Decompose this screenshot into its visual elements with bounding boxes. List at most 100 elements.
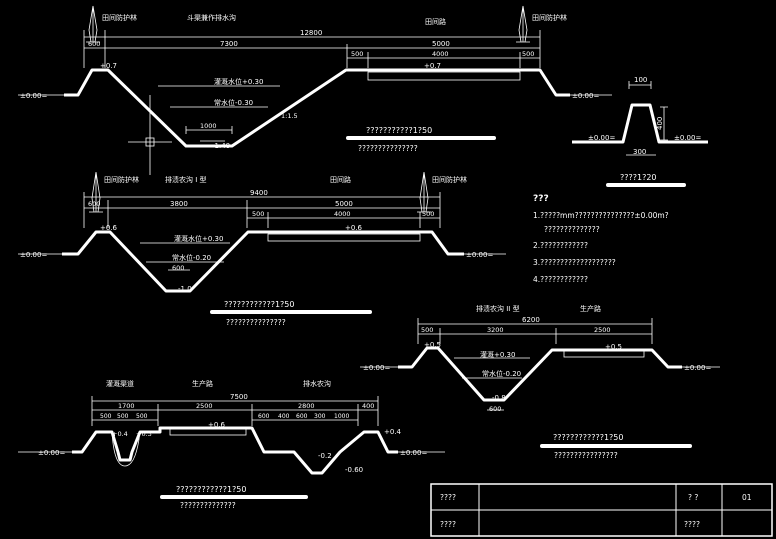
elev-n10: -1.0 (178, 285, 192, 293)
section-3-drain-II: 排渍农沟 II 型 生产路 6200 500 3200 2500 灌溉+0.30… (360, 304, 720, 460)
detail-height: 400 (656, 117, 664, 130)
cursor-box-icon (145, 137, 155, 147)
slope-1: 1:1.5 (281, 112, 298, 120)
dim-s4-j: 600 (296, 413, 308, 420)
dim-s3-c: 2500 (594, 326, 611, 334)
elev-p05-left: +0.5 (424, 341, 441, 349)
elev-ground-1b: ±0.00= (572, 92, 599, 100)
dim-s4-b: 2500 (196, 402, 213, 410)
tree-right-icon (516, 5, 530, 43)
dim-s2-bottom: 600 (172, 264, 184, 272)
section-2-drain-I: 田间防护林 田间防护林 排渍农沟 I 型 田间路 9400 600 3800 5… (18, 171, 506, 327)
dim-s4-a: 1700 (118, 402, 135, 410)
caption-2: ????????????1?50 (224, 300, 294, 309)
dim-s4-i: 400 (278, 413, 290, 420)
elev-ground-4a: ±0.00= (38, 449, 65, 457)
bottom-dim-1 (185, 126, 233, 134)
elev-ground-4b: ±0.00= (400, 449, 427, 457)
road-slab-4 (169, 428, 247, 436)
elev-ground-1a: ±0.00= (20, 92, 47, 100)
dim-s3-a: 500 (421, 326, 433, 334)
tb-r2c1: ???? (440, 520, 456, 529)
cursor-crosshair-icon (128, 95, 172, 175)
note-2: 2.???????????? (533, 241, 588, 250)
dim-s4-f: 500 (117, 413, 129, 420)
section-4-combined: 灌溉渠道 生产路 排水农沟 7500 1700 2500 2800 400 50… (18, 379, 445, 510)
elev-n08: -0.8 (492, 394, 506, 402)
wl-low-3: 常水位-0.20 (482, 369, 521, 378)
dim-s4-h: 600 (258, 413, 270, 420)
elev-p07-right: +0.7 (424, 62, 441, 70)
caption-3b: ???????????????? (554, 451, 618, 460)
detail-caption-bar (606, 183, 686, 187)
dim-s1-left: 7300 (220, 40, 238, 48)
elev-p03-left: +0.3 (136, 430, 152, 438)
elev-ground-3b: ±0.00= (684, 364, 711, 372)
road-slab-1 (367, 71, 521, 81)
wl-low-2: 常水位-0.20 (172, 253, 211, 262)
note-4: 4.???????????? (533, 275, 588, 284)
label-forest-left-2: 田间防护林 (104, 175, 139, 184)
elev-ground-2a: ±0.00= (20, 251, 47, 259)
elev-p06-right: +0.6 (345, 224, 363, 232)
road-slab-3 (563, 350, 645, 358)
label-forest-left: 田间防护林 (102, 13, 137, 22)
label-production-road: 生产路 (580, 304, 601, 313)
caption-3: ????????????1?50 (553, 433, 623, 442)
wl-low-1: 常水位-0.30 (214, 98, 253, 107)
dim-s2-total: 9400 (250, 189, 268, 197)
title-block-grid (431, 484, 772, 536)
tb-r1c4: 01 (742, 493, 752, 502)
label-field-road-1: 田间路 (425, 17, 446, 26)
label-canal-1: 斗渠兼作排水沟 (187, 13, 236, 22)
caption-1b: ??????????????? (358, 144, 418, 153)
tb-r2c3: ???? (684, 520, 700, 529)
tree-left-2-icon (89, 171, 103, 213)
water-lines-3 (454, 357, 530, 411)
detail-section: 100 400 300 ±0.00= ±0.00= ????1?20 (572, 76, 708, 187)
dim-s2-r4000: 4000 (334, 210, 351, 218)
dim-s1-r500b: 500 (522, 50, 534, 58)
elev-p07-left: +0.7 (100, 62, 117, 70)
elev-p05-right: +0.5 (605, 343, 622, 351)
detail-dims (626, 81, 668, 156)
tree-right-2-icon (417, 171, 431, 213)
tb-r1c3: ? ? (688, 493, 698, 502)
dim-s4-g: 500 (136, 413, 148, 420)
note-1b: ?????????????? (544, 225, 600, 234)
caption-bar-3 (540, 444, 692, 448)
dim-s2-r500a: 500 (252, 210, 264, 218)
elev-p06-4: +0.6 (208, 421, 226, 429)
label-drain-I: 排渍农沟 I 型 (165, 175, 207, 184)
elev-m020: -0.2 (318, 452, 332, 460)
canal-u-icon (111, 431, 141, 467)
elev-p04-right: +0.4 (384, 428, 402, 436)
elev-p04-left: +0.4 (112, 430, 128, 438)
label-drain-ditch: 排水农沟 (303, 379, 331, 388)
caption-bar-4 (160, 495, 308, 499)
wl-high-2: 灌溉水位+0.30 (174, 234, 223, 243)
detail-ground-a: ±0.00= (588, 134, 615, 142)
dim-s1-total: 12800 (300, 29, 322, 37)
profile-4 (72, 426, 398, 475)
section-1-canal-profile: 田间防护林 田间防护林 斗渠兼作排水沟 田间路 12800 7300 5000 … (18, 5, 612, 175)
elev-p06-left: +0.6 (100, 224, 118, 232)
dim-s4-e: 500 (100, 413, 112, 420)
label-field-road-4: 生产路 (192, 379, 213, 388)
detail-bottom: 300 (633, 148, 646, 156)
dim-s4-c: 2800 (298, 402, 315, 410)
label-forest-right: 田间防护林 (532, 13, 567, 22)
road-slab-2 (267, 233, 421, 242)
label-forest-right-2: 田间防护林 (432, 175, 467, 184)
dim-s2-right: 5000 (335, 200, 353, 208)
elev-n140: -1.40 (212, 142, 230, 150)
detail-top: 100 (634, 76, 647, 84)
caption-2b: ??????????????? (226, 318, 286, 327)
caption-1: ???????????1?50 (366, 126, 432, 135)
dim-s4-d: 400 (362, 402, 374, 410)
title-block: ???? ? ? 01 ???? ???? (430, 483, 773, 537)
wl-high-1: 灌溉水位+0.30 (214, 77, 263, 86)
profile-3 (398, 346, 682, 402)
notes-block: ??? 1.?????mm???????????????±0.00m? ????… (533, 194, 669, 284)
